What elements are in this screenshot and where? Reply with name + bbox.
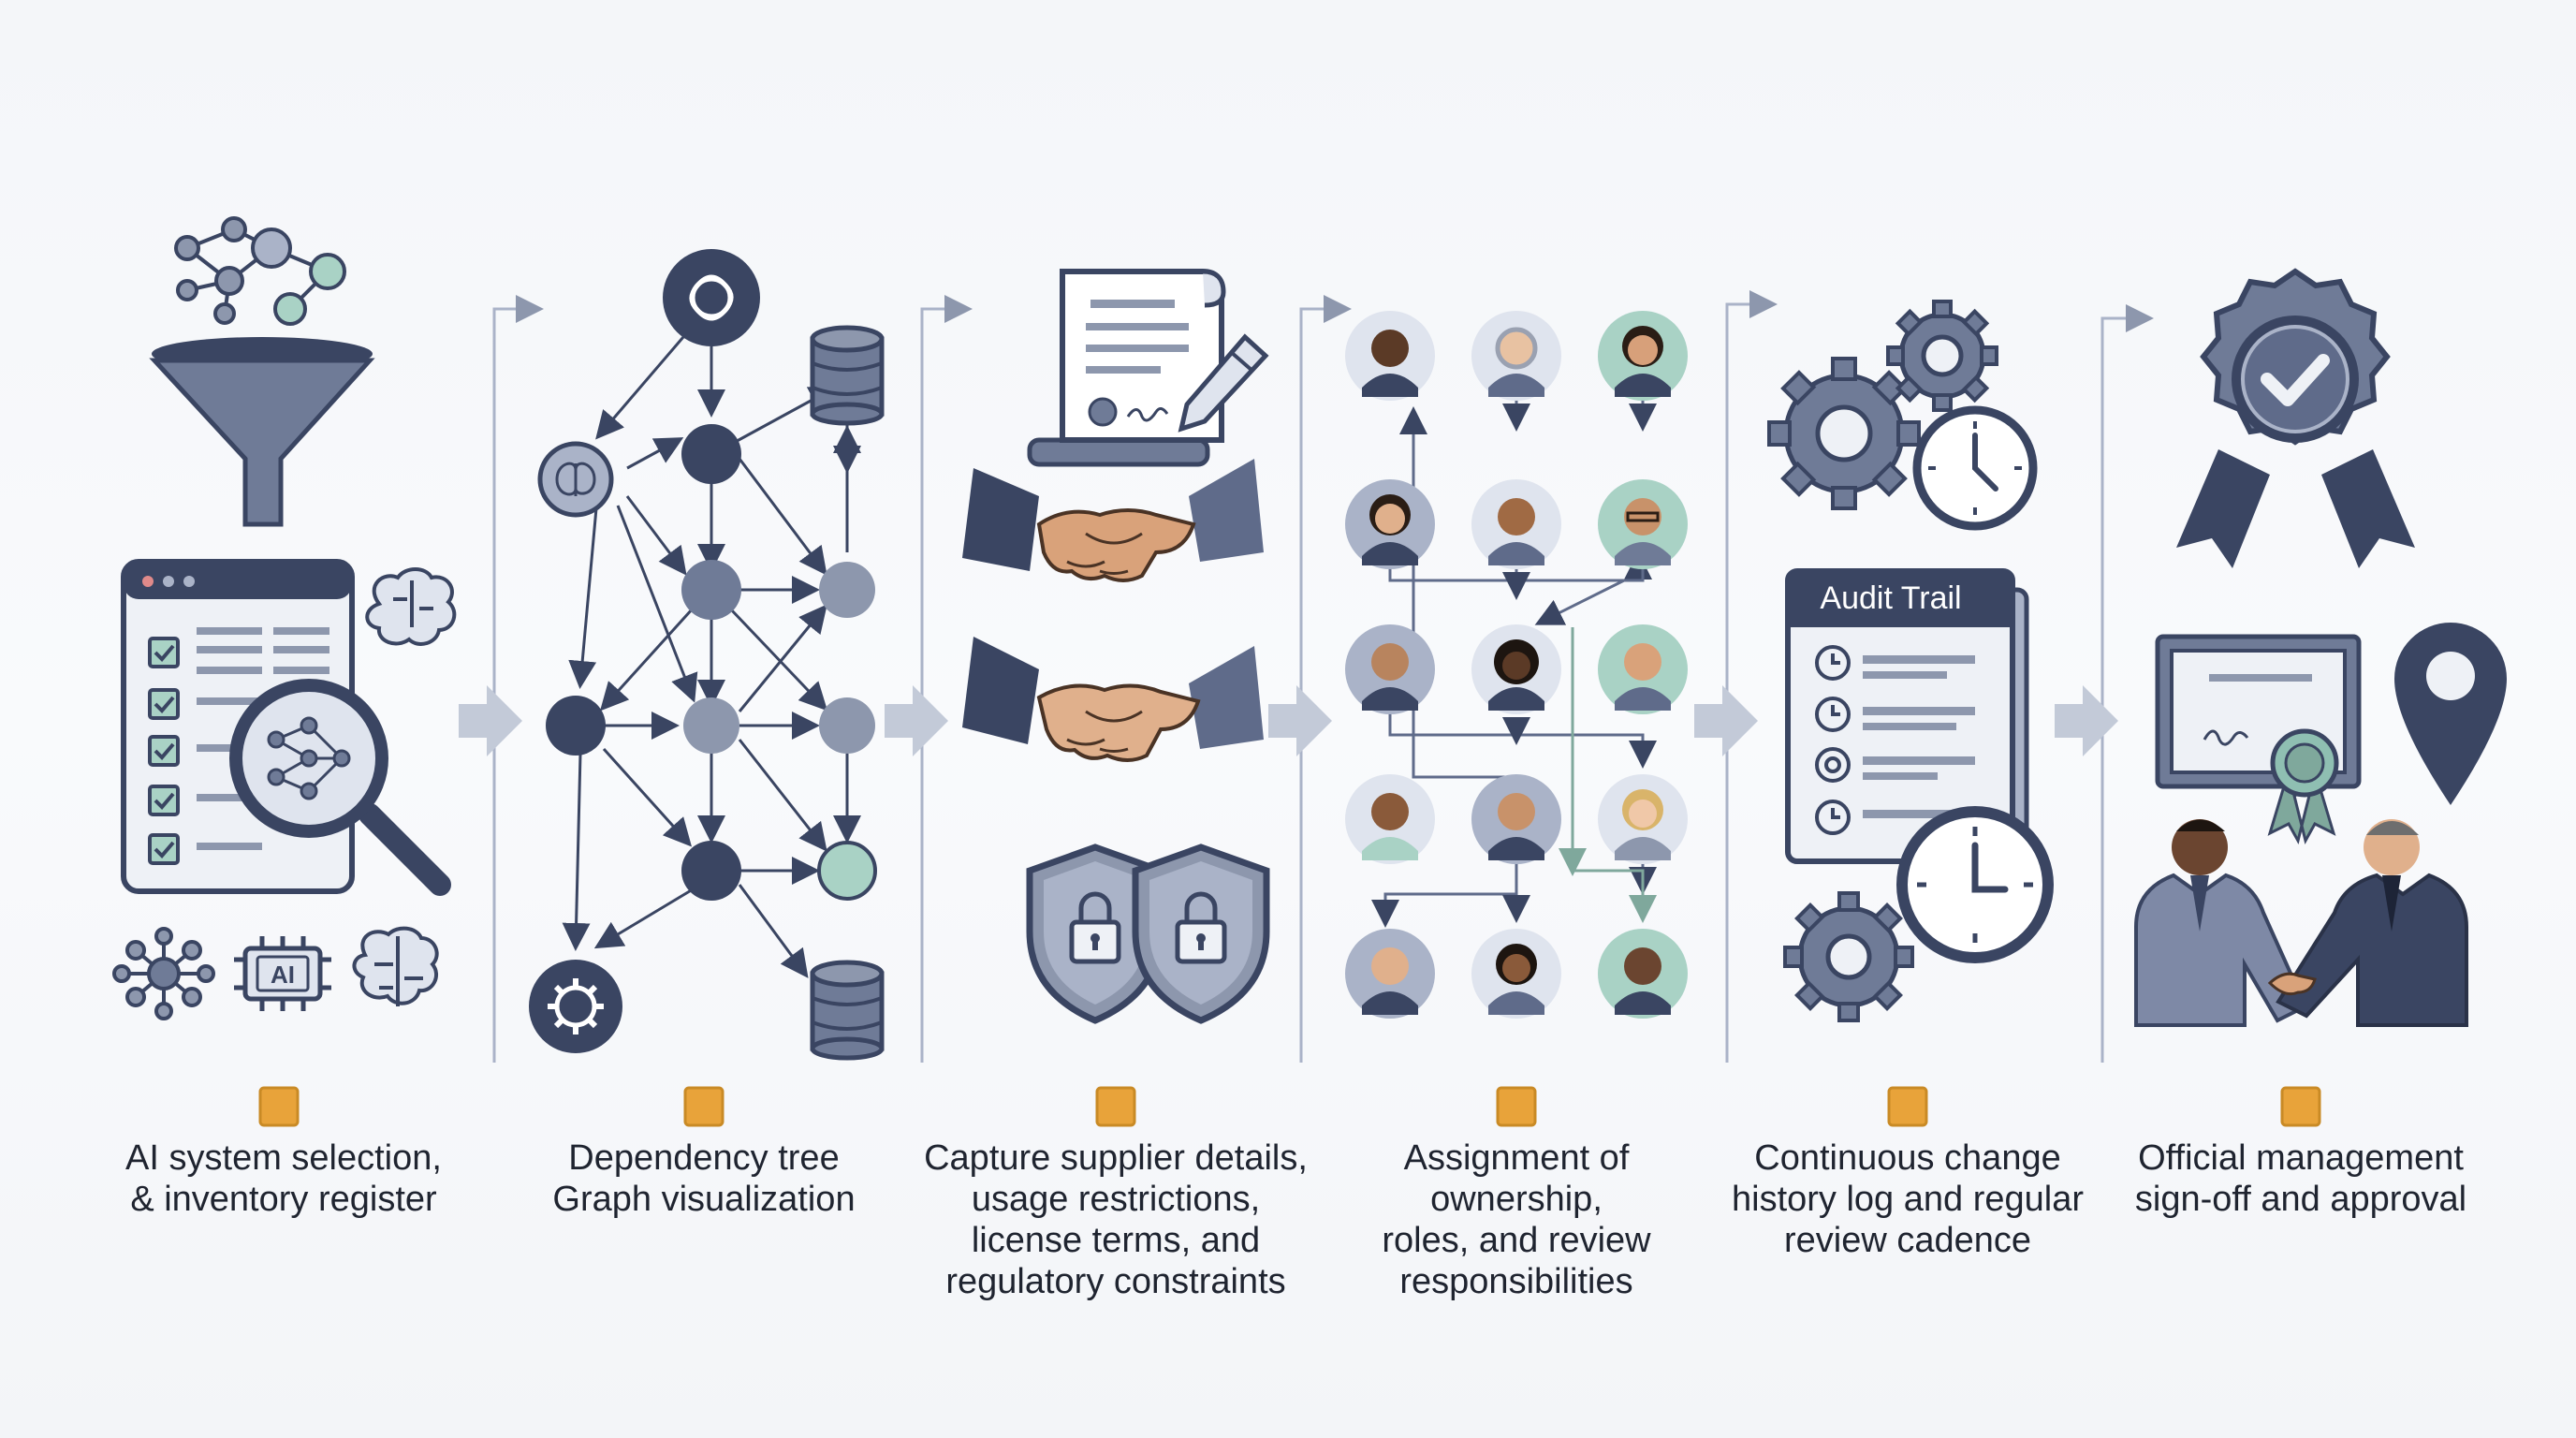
certificate-icon: [2155, 634, 2362, 845]
neural-network-icon: [174, 216, 346, 326]
step-caption-1: AI system selection, & inventory registe…: [125, 1138, 442, 1219]
audit-trail-title: Audit Trail: [1820, 580, 1961, 616]
avatar: [1345, 774, 1435, 864]
step-caption-5: Continuous change history log and regula…: [1732, 1138, 2084, 1260]
avatar: [1598, 479, 1688, 569]
avatar: [1345, 929, 1435, 1019]
shield-lock-icon-2: [1132, 844, 1270, 1024]
step-marker-4: [1496, 1086, 1537, 1127]
pen-icon: [1178, 333, 1269, 433]
network-node-icon: [112, 927, 215, 1020]
award-ribbon-icon: [2176, 268, 2415, 568]
flow-arrow-1: [459, 685, 522, 756]
clock-icon-bottom: [1896, 806, 2054, 963]
handshake-icon-2: [962, 637, 1264, 762]
step-separators: [492, 290, 2154, 1063]
supplier-agreement-icon: [962, 269, 1270, 1024]
step-caption-3: Capture supplier details, usage restrict…: [924, 1138, 1308, 1301]
step-marker-3: [1095, 1086, 1136, 1127]
openai-node: [663, 249, 760, 346]
avatar: [1471, 311, 1561, 401]
avatar: [1471, 479, 1561, 569]
step-caption-2: Dependency tree Graph visualization: [552, 1138, 856, 1219]
ai-inventory-icon: AI: [112, 216, 457, 1020]
contract-scroll-icon: [1027, 269, 1269, 467]
graph-nodes: [546, 424, 877, 901]
step-marker-2: [683, 1086, 724, 1127]
avatar: [1598, 624, 1688, 714]
avatar: [1345, 624, 1435, 714]
handshake-icon-1: [962, 459, 1264, 582]
avatar: [1598, 774, 1688, 864]
step-marker-1: [258, 1086, 300, 1127]
gear-icon-small: [1886, 300, 1998, 412]
database-icon-bottom: [810, 960, 885, 1061]
magnifier-icon: [229, 679, 451, 896]
avatar-grid: [1345, 311, 1688, 1019]
avatar: [1598, 311, 1688, 401]
flow-arrow-4: [1694, 685, 1758, 756]
approval-badge-icon: [2134, 268, 2507, 1027]
step-marker-5: [1887, 1086, 1928, 1127]
brain-icon: [365, 567, 457, 646]
audit-trail-icon: Audit Trail: [1767, 300, 2054, 1022]
shield-lock-icon-1: [1026, 844, 1164, 1024]
people-network-icon: [1345, 311, 1688, 1019]
ai-chip-label: AI: [271, 961, 295, 989]
gear-icon-bottom: [1783, 891, 1914, 1022]
avatar: [1471, 774, 1561, 864]
step-caption-4: Assignment of ownership, roles, and revi…: [1382, 1138, 1651, 1301]
avatar: [1345, 311, 1435, 401]
step-marker-6: [2280, 1086, 2321, 1127]
database-icon-top: [810, 325, 885, 426]
avatar: [1345, 479, 1435, 569]
clock-icon-top: [1912, 405, 2038, 531]
checkbox-list: [148, 637, 180, 865]
gear-node: [529, 960, 622, 1053]
step-markers: [258, 1086, 2321, 1127]
audit-trail-panel: Audit Trail: [1785, 568, 2029, 864]
businessmen-handshake-icon: [2134, 819, 2468, 1027]
flow-arrow-5: [2055, 685, 2118, 756]
brain-node: [537, 441, 614, 518]
gear-icon-large: [1767, 357, 1921, 510]
avatar: [1598, 929, 1688, 1019]
flow-arrow-2: [885, 685, 948, 756]
flow-arrow-3: [1268, 685, 1332, 756]
ai-chip-icon: AI: [234, 936, 331, 1011]
step-caption-6: Official management sign-off and approva…: [2134, 1138, 2467, 1219]
brain-icon-2: [352, 926, 439, 1006]
dependency-graph-icon: [529, 249, 885, 1061]
funnel-icon: [149, 337, 375, 527]
avatar: [1471, 929, 1561, 1019]
avatar: [1471, 624, 1561, 714]
flow-arrows: [459, 685, 2118, 756]
location-pin-icon: [2394, 623, 2507, 805]
